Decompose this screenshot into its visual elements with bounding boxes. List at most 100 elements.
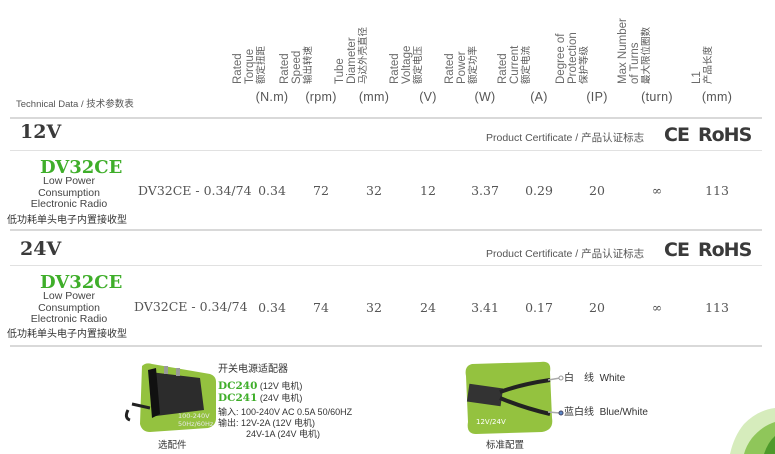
column-header-en: Rated [444, 53, 456, 84]
section-separator [10, 229, 762, 231]
column-header-cn: 最大限位圈数 [641, 26, 652, 84]
spec-value: 32 [366, 300, 382, 315]
spec-value: 20 [589, 183, 605, 198]
model-name: DV32CE [40, 157, 123, 178]
spec-value: 3.41 [471, 300, 499, 315]
ce-mark-icon: CE [664, 239, 690, 261]
blue-wire-cn: 蓝白线 [564, 407, 594, 418]
cable-image: 12V/24V [465, 361, 553, 434]
technical-data-heading: Technical Data / 技术参数表 [16, 99, 134, 110]
adapter-output-24v: 24V-1A (24V 电机) [246, 429, 321, 439]
spec-value: 72 [313, 183, 329, 198]
column-unit: (W) [474, 90, 496, 104]
spec-value: 32 [366, 183, 382, 198]
desc-line: Consumption [38, 301, 100, 314]
column-header-en: Rated [279, 53, 291, 84]
adapter-sticker-line2: 50Hz/60Hz [178, 420, 214, 428]
column-unit: (mm) [358, 90, 390, 104]
column-header-cn: 额定扭距 [256, 45, 267, 84]
ce-mark-icon: CE [664, 124, 690, 146]
certificate-label: Product Certificate / 产品认证标志 [486, 248, 645, 260]
column-header-cn: 额定电流 [521, 45, 532, 84]
column-unit: (mm) [701, 90, 733, 104]
spec-value: 3.37 [471, 183, 499, 198]
desc-line: Electronic Radio [30, 198, 108, 210]
column-header-cn: 额定功率 [468, 45, 479, 84]
column-unit: (IP) [586, 90, 608, 104]
dc241-note: (24V 电机) [259, 393, 303, 403]
column-unit: (turn) [641, 90, 673, 104]
product-sku: DV32CE - 0.34/74 [138, 183, 252, 198]
spec-value: 113 [705, 183, 729, 198]
adapter-dc241: DC241 (24V 电机) [218, 393, 302, 404]
desc-line: Electronic Radio [30, 313, 108, 325]
model-description: Low Power Consumption Electronic Radio [14, 175, 124, 211]
column-unit: (N.m) [255, 90, 289, 104]
adapter-title: 开关电源适配器 [218, 364, 288, 375]
section-separator [10, 265, 762, 266]
white-wire-en: White [599, 373, 626, 384]
cable-label: 12V/24V [476, 418, 506, 426]
adapter-dc240: DC240 (12V 电机) [218, 381, 302, 392]
column-header-cn: 保护等级 [579, 45, 590, 84]
column-header-en: Rated [497, 53, 509, 84]
power-adapter-image: 100-240V 50Hz/60Hz [124, 363, 216, 432]
rohs-mark-icon: RoHS [698, 239, 752, 261]
column-header-en: Protection [567, 32, 579, 84]
column-header-en: L1 [691, 71, 703, 84]
dc240-note: (12V 电机) [259, 381, 303, 391]
white-wire-label: 白 线 White [564, 373, 625, 384]
column-header-en: Tube [334, 58, 346, 84]
section-separator [10, 345, 762, 347]
dc240-label: DC240 [218, 380, 258, 392]
spec-value: 24 [420, 300, 436, 315]
column-header-cn: 马达外壳直径 [358, 26, 369, 84]
adapter-input: 输入: 100-240V AC 0.5A 50/60HZ [218, 407, 353, 417]
desc-line: Low Power [43, 290, 95, 302]
column-unit: (rpm) [305, 90, 337, 104]
column-header-en: Current [509, 45, 521, 84]
adapter-caption: 选配件 [158, 440, 187, 451]
spec-value: 0.34 [258, 183, 286, 198]
desc-line: Low Power [43, 175, 95, 187]
blue-white-wire-label: 蓝白线 Blue/White [564, 407, 648, 418]
column-header-en: of Turns [629, 42, 641, 84]
section-separator [10, 150, 762, 151]
column-header-en: Max Number [617, 18, 629, 84]
column-unit: (A) [530, 90, 548, 104]
column-header-cn: 输出转速 [303, 45, 314, 84]
cable-wire-ends [548, 375, 564, 416]
adapter-output-12v: 输出: 12V-2A (12V 电机) [218, 418, 316, 428]
header-separator [10, 117, 762, 119]
blue-wire-en: Blue/White [599, 407, 648, 418]
spec-value: ∞ [651, 183, 663, 198]
spec-value: ∞ [651, 300, 663, 315]
voltage-heading-24v: 24V [20, 238, 62, 260]
certificate-label: Product Certificate / 产品认证标志 [486, 132, 645, 144]
spec-value: 0.34 [258, 300, 286, 315]
column-header-cn: 额定电压 [413, 45, 424, 84]
spec-value: 20 [589, 300, 605, 315]
decorative-corner-graphic [730, 408, 775, 454]
model-description: Low Power Consumption Electronic Radio [14, 290, 124, 326]
column-header-en: Rated [232, 53, 244, 84]
column-header-en: Diameter [346, 37, 358, 84]
spec-value: 113 [705, 300, 729, 315]
white-wire-cn: 白 线 [564, 373, 594, 384]
desc-line: Consumption [38, 186, 100, 199]
